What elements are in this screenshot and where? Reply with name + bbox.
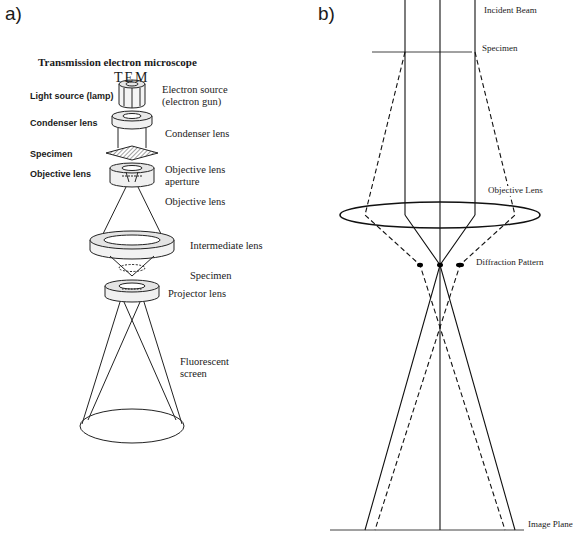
incident-ray — [404, 0, 405, 215]
part-label: Specimen — [190, 270, 231, 282]
objective-lens — [110, 163, 154, 187]
part-label: Intermediate lens — [190, 240, 263, 252]
part-label: Light source (lamp) — [30, 92, 114, 102]
image-plane — [330, 530, 524, 531]
ray-label: Incident Beam — [482, 6, 539, 16]
part-label: Projector lens — [168, 288, 226, 300]
part-label: Specimen — [30, 150, 73, 160]
condenser-lens — [112, 111, 152, 129]
ray-label: Image Plane — [526, 520, 575, 530]
specimen-holder — [106, 146, 158, 160]
ray-label: Diffraction Pattern — [474, 258, 546, 268]
part-label: Condenser lens — [30, 119, 98, 129]
part-label: Condenser lens — [165, 128, 229, 140]
diffraction-spots — [417, 263, 464, 267]
intermediate-lens — [90, 231, 174, 259]
specimen-plane — [372, 52, 472, 53]
part-label: Objective lens — [30, 170, 91, 180]
diffracted-ray — [365, 52, 505, 530]
ray-label: Specimen — [480, 44, 520, 54]
beam-cone — [101, 187, 126, 238]
part-label: Objective lens aperture — [165, 164, 245, 187]
beam-lines — [110, 256, 132, 276]
panel-letter: a) — [5, 4, 22, 25]
figure-title: Transmission electron microscope — [38, 56, 197, 68]
column-tube — [118, 128, 119, 148]
ray-label: Objective Lens — [486, 186, 545, 196]
panel-letter: b) — [318, 4, 335, 25]
heading-abbrev: TEM — [114, 70, 150, 85]
image-plane-disc — [119, 265, 145, 272]
objective-lens — [340, 202, 540, 228]
part-label: Objective lens — [165, 196, 225, 208]
part-label: Fluorescent screen — [180, 356, 244, 379]
projector-lens — [105, 280, 159, 302]
fluorescent-screen — [80, 409, 184, 443]
part-label: Electron source (electron gun) — [162, 84, 248, 107]
